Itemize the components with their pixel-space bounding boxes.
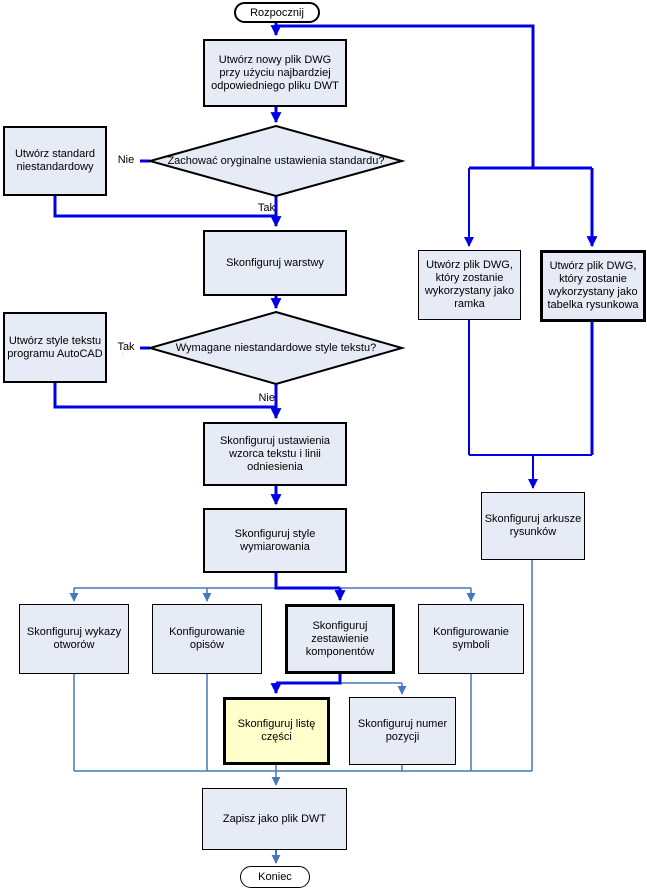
node-configure-drawing-sheets: Skonfiguruj arkusze rysunków <box>481 492 585 560</box>
node-start: Rozpocznij <box>234 2 320 23</box>
decision-custom-text-styles-label: Wymagane niestandardowe style tekstu? <box>175 341 377 354</box>
thin-wires <box>69 560 533 864</box>
node-configure-text-leader: Skonfiguruj ustawienia wzorca tekstu i l… <box>203 422 347 486</box>
node-configure-hole-charts: Skonfiguruj wykazy otworów <box>19 604 129 674</box>
node-configure-component-parts-list: Skonfiguruj zestawienie komponentów <box>285 604 395 674</box>
edge-label-tak-1: Tak <box>257 202 275 214</box>
node-configure-symbols: Konfigurowanie symboli <box>418 604 524 674</box>
decision-diamond-custom-text-styles <box>146 310 406 386</box>
node-configure-balloon-number: Skonfiguruj numer pozycji <box>349 697 456 765</box>
decision-diamond-keep-standard <box>146 124 406 198</box>
node-create-dwg-border: Utwórz plik DWG, który zostanie wykorzys… <box>418 250 521 320</box>
node-configure-parts-list: Skonfiguruj listę części <box>223 697 330 765</box>
node-end: Koniec <box>240 866 310 888</box>
node-create-dwg: Utwórz nowy plik DWG przy użyciu najbard… <box>203 39 347 107</box>
node-configure-notes: Konfigurowanie opisów <box>152 604 262 674</box>
node-configure-layers: Skonfiguruj warstwy <box>203 230 347 296</box>
node-create-custom-standard: Utwórz standard niestandardowy <box>3 126 107 196</box>
node-configure-dimension-styles: Skonfiguruj style wymiarowania <box>203 508 347 573</box>
edge-label-tak-2: Tak <box>112 341 140 353</box>
decision-keep-standard-label: Zachować oryginalne ustawienia standardu… <box>167 154 385 167</box>
edge-label-nie-1: Nie <box>112 154 140 166</box>
node-create-autocad-text-styles: Utwórz style tekstu programu AutoCAD <box>3 312 107 383</box>
node-save-dwt: Zapisz jako plik DWT <box>202 788 347 850</box>
edge-label-nie-2: Nie <box>258 392 275 404</box>
node-create-dwg-title-block: Utwórz plik DWG, który zostanie wykorzys… <box>540 250 646 322</box>
